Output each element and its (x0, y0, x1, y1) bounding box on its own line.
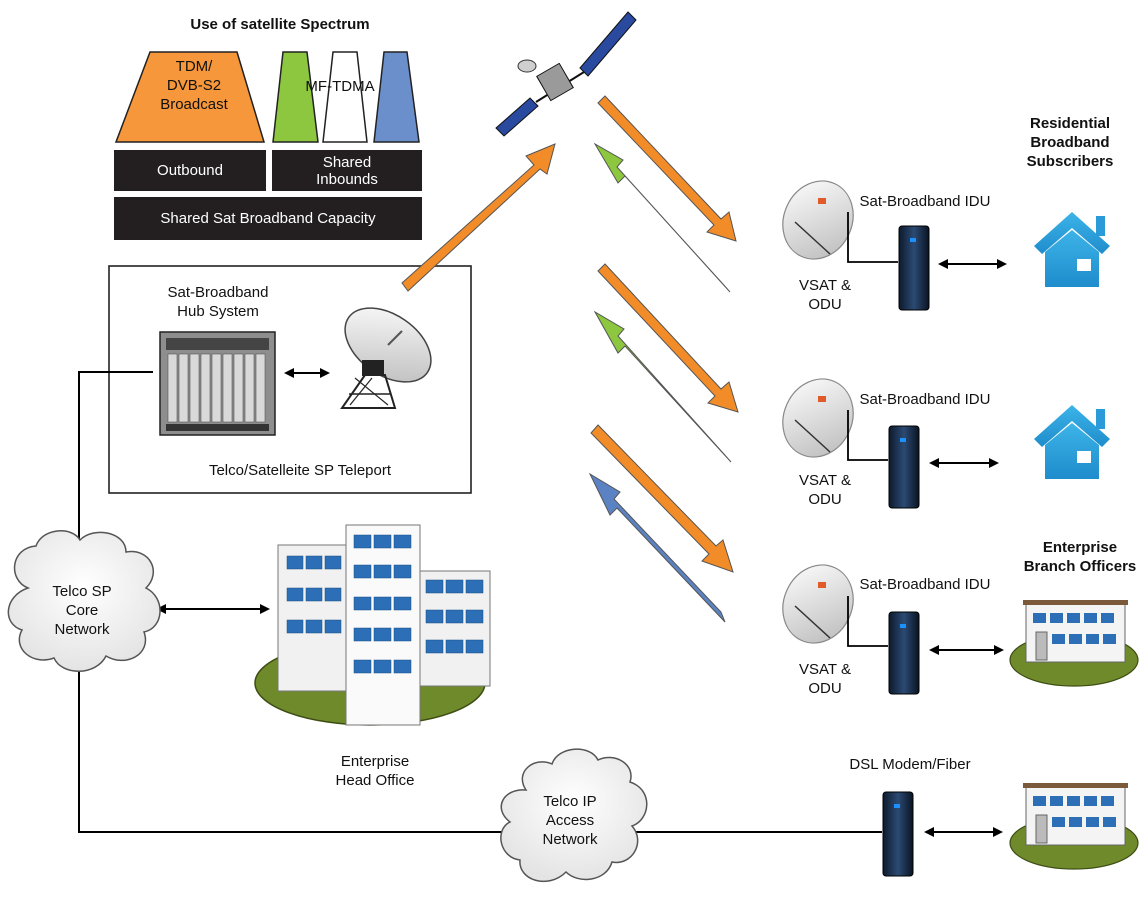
satellite-links (588, 95, 739, 623)
enterprise-branch-label: Enterprise Branch Officers (1015, 538, 1145, 576)
dsl-site (882, 783, 1139, 877)
downlink-arrow-site2 (597, 263, 739, 413)
network-links (78, 368, 882, 833)
site2-odu-line-2: ODU (808, 491, 842, 508)
access-line-1: Telco IP (543, 793, 597, 810)
tdm-label-line-3: Broadcast (160, 96, 228, 113)
remote-site-3 (782, 564, 1139, 695)
core-label-line-3: Network (54, 621, 110, 638)
core-label-line-1: Telco SP (52, 583, 112, 600)
hub-system-icon (159, 331, 276, 436)
satellite-icon (495, 11, 637, 137)
odu-to-idu-cable (847, 410, 888, 461)
tdm-label-line-1: TDM/ (175, 58, 213, 75)
core-network-cloud (7, 530, 161, 672)
core-label-line-2: Core (65, 602, 99, 619)
enterprise-branch-line-2: Branch Officers (1023, 558, 1137, 575)
site1-odu-line-1: VSAT & (799, 277, 851, 294)
teleport-label: Telco/Satelleite SP Teleport (208, 462, 392, 479)
access-network-label: Telco IP Access Network (525, 792, 615, 849)
core-network-label: Telco SP Core Network (32, 582, 132, 639)
branch-office-icon (1009, 783, 1139, 870)
site3-idu-label: Sat-Broadband IDU (859, 576, 991, 593)
inbound-carrier-green (272, 51, 319, 143)
remote-site-1 (782, 180, 1110, 311)
inbound-carrier-blue (373, 51, 420, 143)
residential-line-3: Subscribers (1026, 153, 1114, 170)
vsat-dish-icon (782, 180, 854, 260)
head-office-line-1: Enterprise (340, 753, 410, 770)
spectrum-panel (114, 51, 420, 143)
teleport-box (108, 265, 472, 494)
tdm-label-line-2: DVB-S2 (166, 77, 222, 94)
site2-odu-line-1: VSAT & (799, 472, 851, 489)
inbound-carrier-white (322, 51, 368, 143)
downlink-arrow-site3 (590, 424, 734, 573)
idu-modem-icon (898, 225, 930, 311)
outbound-block: Outbound (114, 150, 266, 191)
idu-modem-icon (888, 425, 920, 509)
spectrum-title: Use of satellite Spectrum (190, 16, 370, 33)
capacity-block: Shared Sat Broadband Capacity (114, 197, 422, 240)
house-icon (1034, 212, 1110, 287)
access-line-2: Access (545, 812, 595, 829)
site3-odu-label: VSAT & ODU (775, 660, 875, 698)
hub-system-label: Sat-Broadband Hub System (148, 283, 288, 321)
tdm-broadcast-label: TDM/ DVB-S2 Broadcast (140, 57, 248, 114)
teleport-dish-icon (340, 307, 432, 409)
hub-to-core-line (78, 371, 153, 552)
downlink-arrow-site1 (597, 95, 737, 242)
branch-office-icon (1009, 600, 1139, 687)
outbound-label: Outbound (157, 162, 223, 179)
idu-modem-icon (888, 611, 920, 695)
odu-to-idu-cable (847, 596, 888, 647)
residential-line-1: Residential (1029, 115, 1111, 132)
capacity-label: Shared Sat Broadband Capacity (160, 210, 376, 227)
residential-subscribers-label: Residential Broadband Subscribers (1010, 114, 1130, 171)
tdm-broadcast-shape (114, 51, 266, 143)
remote-site-2 (782, 378, 1110, 509)
uplink-arrow-site3 (588, 472, 726, 623)
site1-idu-label: Sat-Broadband IDU (859, 193, 991, 210)
head-office-label: Enterprise Head Office (320, 752, 430, 790)
site2-odu-label: VSAT & ODU (775, 471, 875, 509)
site1-odu-line-2: ODU (808, 296, 842, 313)
site1-odu-label: VSAT & ODU (775, 276, 875, 314)
vsat-dish-icon (782, 564, 854, 644)
site3-odu-line-1: VSAT & (799, 661, 851, 678)
access-line-3: Network (542, 831, 598, 848)
residential-line-2: Broadband (1030, 134, 1110, 151)
hub-label-line-1: Sat-Broadband (167, 284, 269, 301)
uplink-arrow-site2 (593, 310, 732, 463)
uplink-arrow-teleport (401, 143, 556, 292)
shared-inbounds-line-1: Shared (322, 153, 372, 171)
odu-to-idu-cable (847, 212, 898, 263)
dsl-modem-label: DSL Modem/Fiber (849, 756, 971, 773)
hub-label-line-2: Hub System (177, 303, 259, 320)
uplink-arrow-site1 (593, 142, 731, 293)
dsl-modem-icon (882, 791, 914, 877)
core-to-access-line (78, 672, 510, 833)
access-network-cloud (500, 748, 648, 883)
house-icon (1034, 405, 1110, 479)
shared-inbounds-block: Shared Inbounds (272, 150, 422, 191)
site2-idu-label: Sat-Broadband IDU (859, 391, 991, 408)
enterprise-branch-line-1: Enterprise (1042, 539, 1118, 556)
head-office-icon (254, 524, 491, 726)
site3-odu-line-2: ODU (808, 680, 842, 697)
vsat-dish-icon (782, 378, 854, 458)
shared-inbounds-line-2: Inbounds (316, 170, 378, 188)
head-office-line-2: Head Office (335, 772, 415, 789)
mf-tdma-label: MF-TDMA (305, 78, 375, 95)
